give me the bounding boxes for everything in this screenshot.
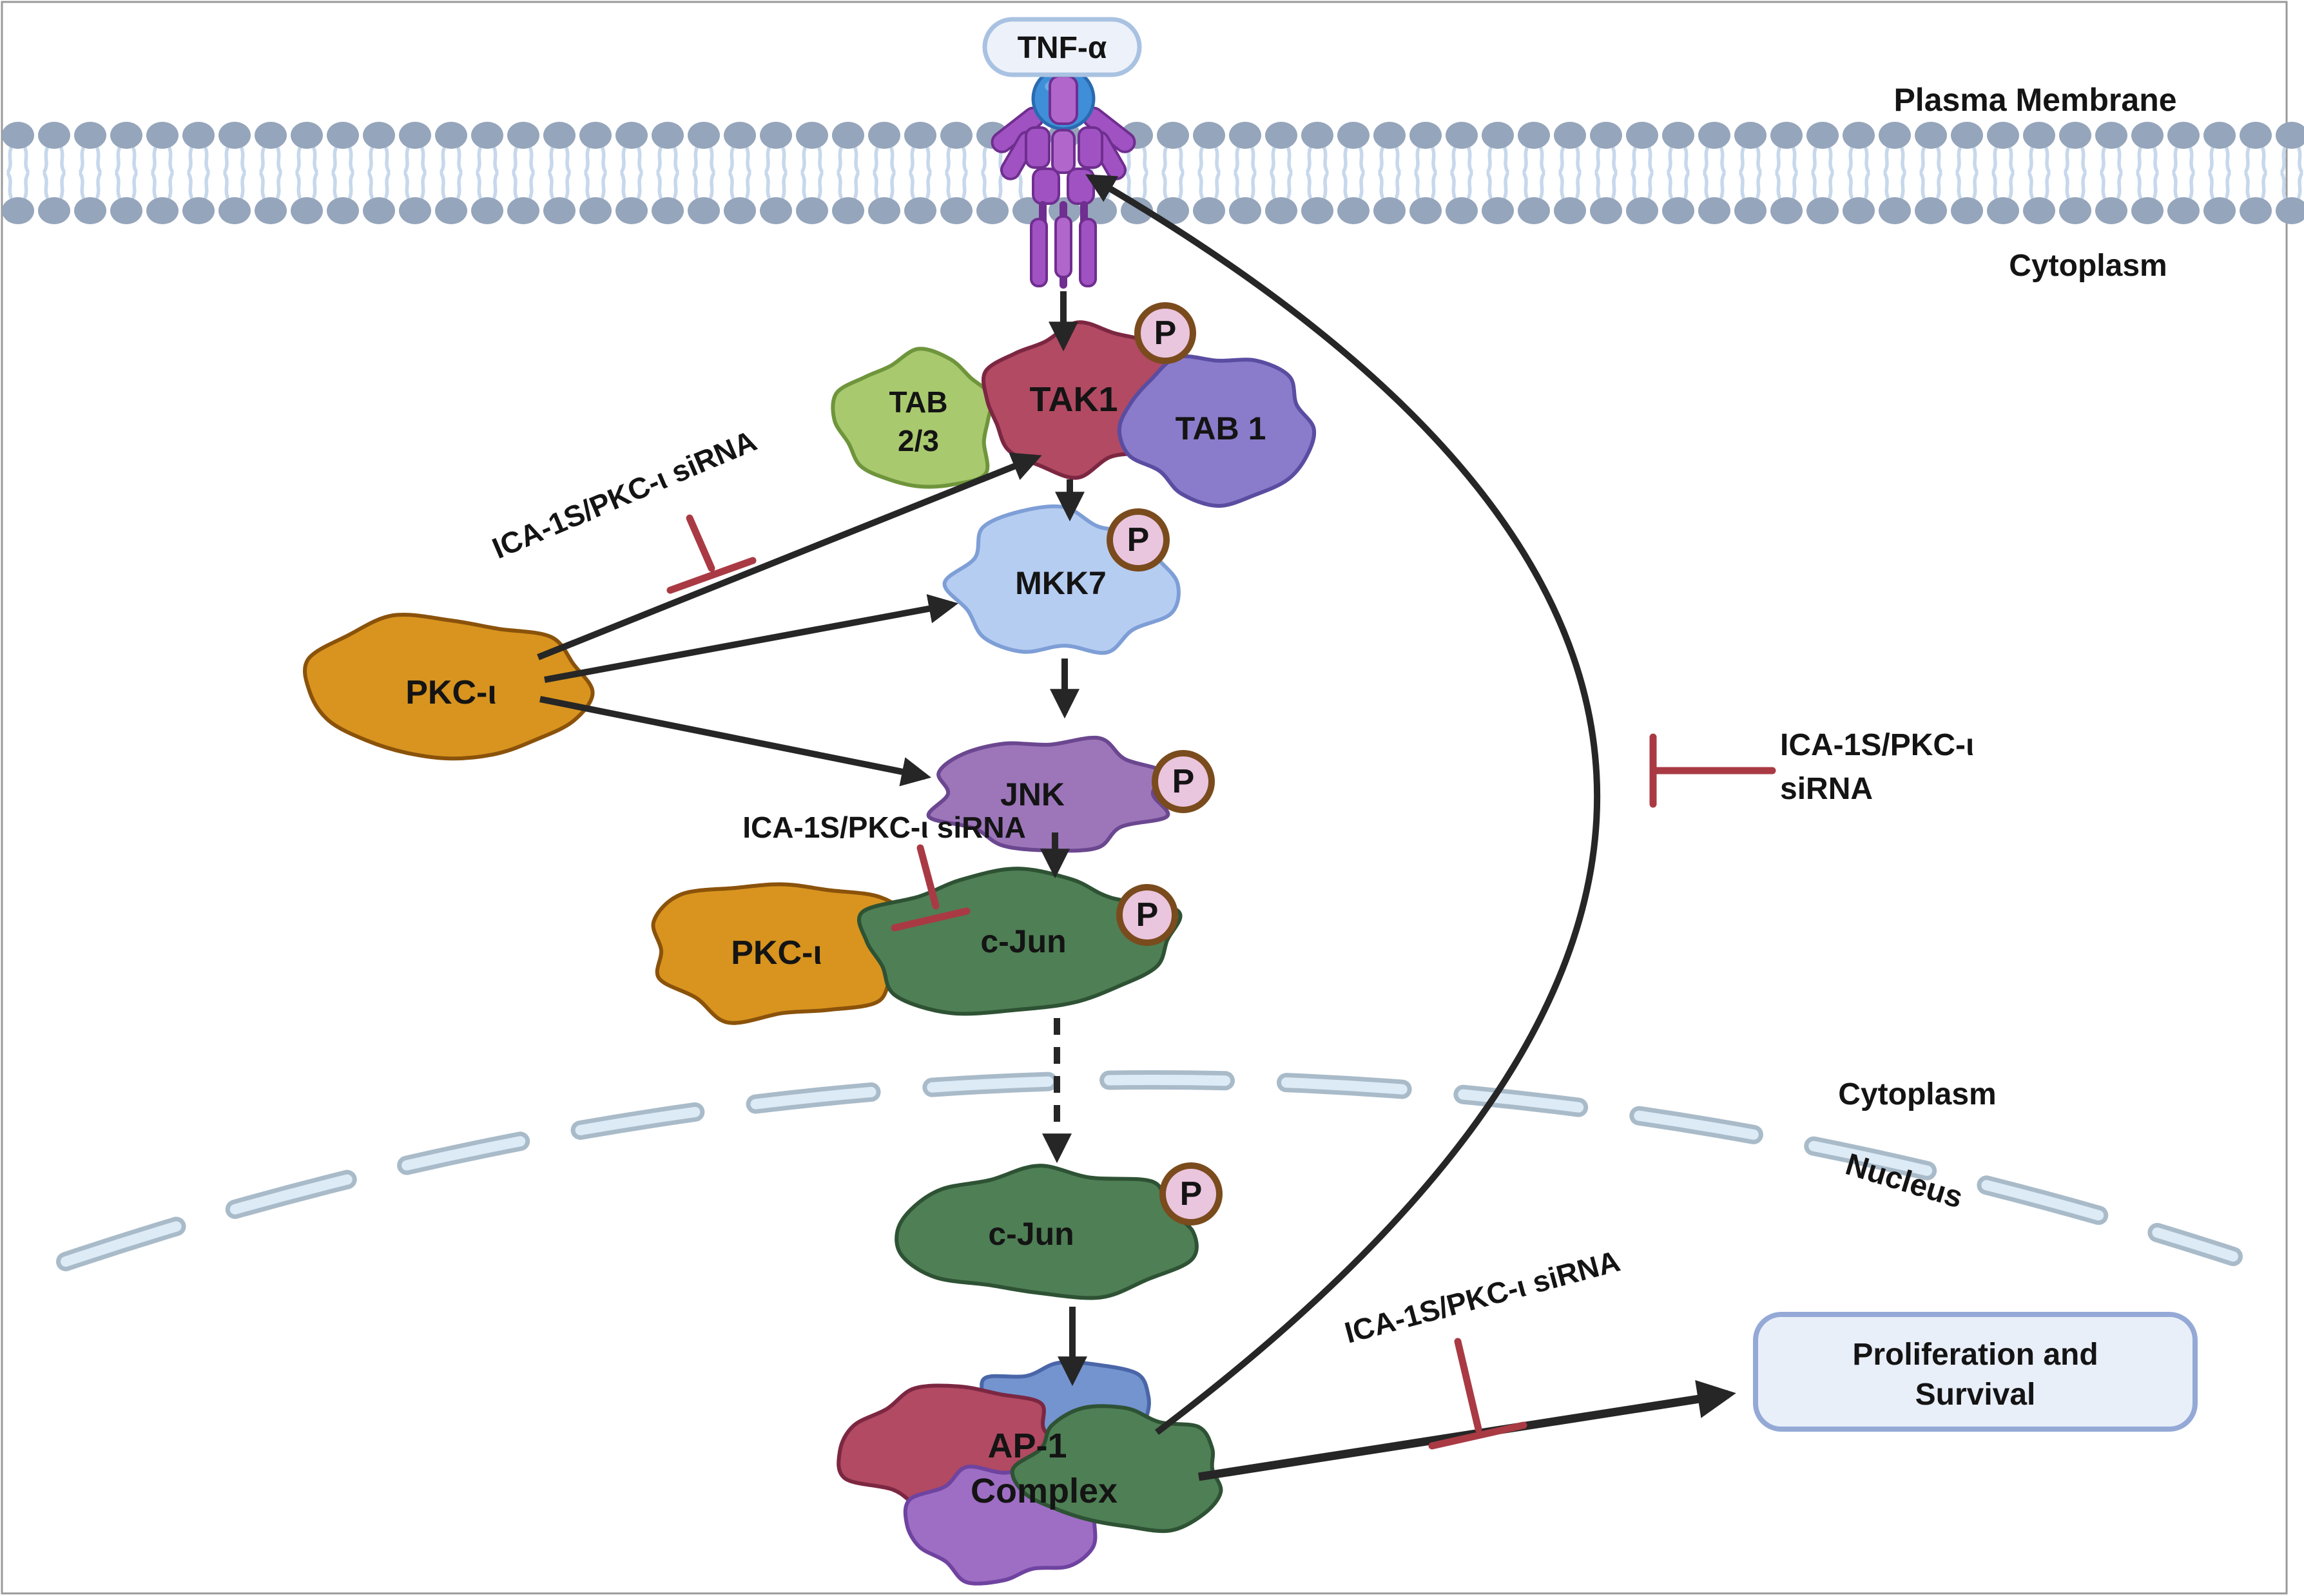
cjun-cytoplasm-label: c-Jun	[980, 923, 1066, 959]
tak1-label: TAK1	[1029, 380, 1118, 419]
phospho-circle-icon	[1159, 1162, 1223, 1226]
arrow-pkci-to-jnk	[539, 696, 932, 787]
phospho-letter: P	[1172, 763, 1195, 800]
inhibitor-tbar-stem-cjun	[916, 844, 940, 910]
sirna-label-cjun: ICA-1S/PKC-ι siRNA	[742, 811, 1026, 844]
receptor-band1-left	[1025, 126, 1050, 169]
tab1-blob	[1117, 354, 1317, 508]
plasma-membrane-label: Plasma Membrane	[1893, 82, 2176, 118]
cytoplasm-upper-label: Cytoplasm	[2009, 249, 2167, 283]
tab23-label-line1: TAB	[889, 385, 947, 419]
receptor-band2-right	[1067, 168, 1095, 205]
receptor-tail-center	[1054, 215, 1072, 278]
outcome-line1: Proliferation and	[1852, 1338, 2098, 1372]
phospho-circle-icon	[1152, 750, 1215, 813]
nuclear-envelope	[56, 1070, 2243, 1271]
cjun-nucleus-label: c-Jun	[988, 1216, 1074, 1252]
receptor-band1-center	[1051, 129, 1076, 174]
receptor-stalk-top	[1049, 75, 1078, 125]
pathway-arrows	[537, 174, 1736, 1481]
phospho-badge-jnk: P	[1152, 750, 1215, 813]
plasma-membrane-bilayer	[0, 120, 2304, 226]
tab23-blob	[831, 347, 994, 489]
mkk7-label: MKK7	[1015, 565, 1107, 601]
protein-blobs	[303, 320, 1317, 1586]
cjun-cytoplasm-blob	[857, 867, 1183, 1016]
outcome-box	[1753, 1312, 2198, 1432]
receptor-band2-left	[1032, 168, 1060, 205]
sirna-inhibitor-bars	[666, 514, 1776, 1450]
outcome-line2: Survival	[1915, 1378, 2036, 1412]
receptor-tail-left	[1030, 218, 1048, 287]
arrow-pkci-to-tak1	[537, 452, 1042, 660]
ap1-label-line2: Complex	[971, 1472, 1118, 1510]
arrow-ap1-feedback-to-receptor	[1085, 174, 1600, 1435]
phospho-circle-icon	[1134, 302, 1196, 364]
pkci-cjun-blob	[651, 882, 926, 1025]
inhibitor-tbar-cross-cjun	[891, 907, 971, 932]
tnf-alpha-pill	[982, 17, 1142, 77]
phospho-circle-icon	[1107, 508, 1170, 572]
tab23-label-line2: 2/3	[898, 424, 939, 457]
tab1-label: TAB 1	[1176, 410, 1266, 447]
phospho-circle-icon	[1116, 884, 1178, 946]
jnk-label: JNK	[1000, 776, 1065, 812]
ap1-label-line1: AP-1	[987, 1427, 1067, 1465]
phospho-letter: P	[1136, 896, 1159, 934]
phospho-badge-mkk7: P	[1107, 508, 1170, 572]
inhibitor-tbar-cross-tak1-arrow	[666, 557, 757, 594]
cytoplasm-lower-label: Cytoplasm	[1838, 1077, 1996, 1111]
receptor-tail-right	[1079, 218, 1097, 287]
phospho-letter: P	[1154, 314, 1177, 352]
tnf-receptor	[991, 66, 1136, 289]
jnk-blob	[926, 735, 1170, 853]
sirna-label-feedback-line2: siRNA	[1780, 772, 1873, 806]
receptor-band1-right	[1078, 126, 1103, 169]
pkci-cascade-label: PKC-ι	[405, 674, 497, 711]
sirna-label-feedback-line1: ICA-1S/PKC-ι	[1780, 728, 1974, 762]
pkci-cjun-label: PKC-ι	[731, 934, 822, 972]
tnf-alpha-label: TNF-α	[1018, 31, 1107, 65]
pkci-cascade-blob	[303, 612, 595, 761]
inhibitor-tbar-cross-outcome-arrow	[1428, 1421, 1527, 1450]
phospho-badge-cjun-cytoplasm: P	[1116, 884, 1178, 946]
cjun-nucleus-blob	[895, 1164, 1199, 1300]
arrow-pkci-to-mkk7	[544, 594, 959, 683]
inhibitor-tbar-stem-tak1-arrow	[686, 514, 715, 572]
inhibitor-tbar-stem-outcome-arrow	[1454, 1338, 1482, 1433]
phospho-letter: P	[1180, 1175, 1203, 1213]
phospho-letter: P	[1127, 521, 1150, 559]
phospho-badge-cjun-nucleus: P	[1159, 1162, 1223, 1226]
phospho-badge-tak1: P	[1134, 302, 1196, 364]
